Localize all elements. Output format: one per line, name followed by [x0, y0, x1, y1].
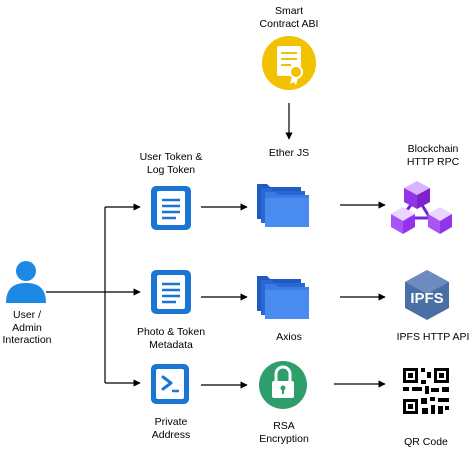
- label-qr-code: QR Code: [404, 436, 448, 448]
- padlock-icon: [259, 361, 307, 409]
- ipfs-logo-text: IPFS: [410, 290, 443, 307]
- label-axios: Axios: [276, 331, 302, 343]
- label-photo-token: Photo & Token Metadata: [136, 326, 206, 351]
- folder-stack-icon: [257, 276, 309, 319]
- user-icon: [6, 261, 46, 303]
- label-blockchain-rpc: Blockchain HTTP RPC: [406, 143, 460, 168]
- blockchain-cubes-icon: [391, 181, 452, 234]
- label-ipfs: IPFS HTTP API: [396, 331, 470, 343]
- folder-stack-icon: [257, 184, 309, 227]
- ipfs-icon: IPFS: [405, 270, 449, 320]
- qr-code-icon: [403, 368, 449, 414]
- label-user-token: User Token & Log Token: [139, 151, 203, 176]
- label-smart-contract-abi: Smart Contract ABI: [259, 5, 319, 30]
- document-icon: [151, 186, 191, 230]
- label-user-admin: User / Admin Interaction: [2, 309, 52, 346]
- terminal-icon: [151, 364, 189, 404]
- label-rsa: RSA Encryption: [259, 420, 309, 445]
- label-private-address: Private Address: [151, 416, 191, 441]
- label-ether-js: Ether JS: [268, 147, 310, 159]
- connectors: [46, 103, 386, 389]
- certificate-icon: [262, 36, 316, 90]
- document-icon: [151, 270, 191, 314]
